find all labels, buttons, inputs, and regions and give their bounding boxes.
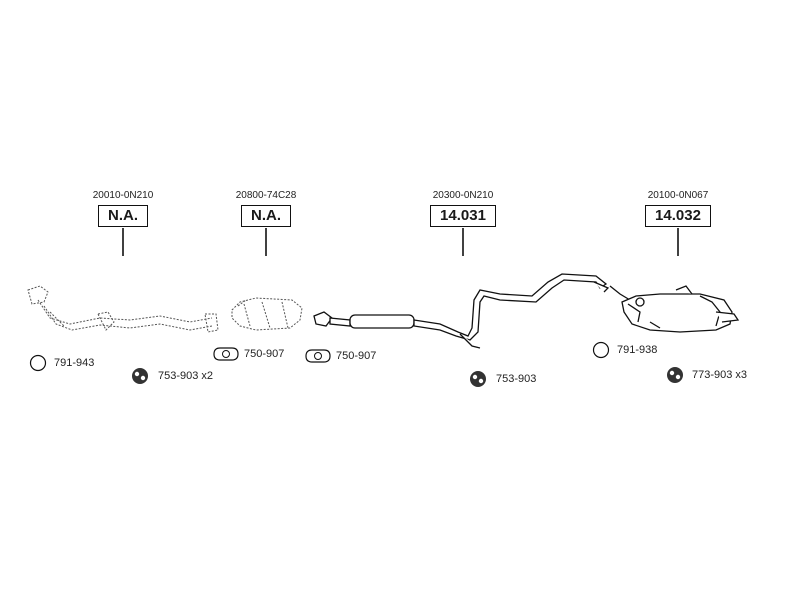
oem-number: 20010-0N210 [92, 190, 154, 201]
part-ref-box[interactable]: N.A. [98, 205, 148, 227]
rubber-mount-icon [667, 367, 683, 383]
accessory-label[interactable]: 773-903 x3 [692, 369, 748, 381]
oem-number: 20300-0N210 [432, 190, 494, 201]
intermediate-pipe-part [313, 273, 610, 349]
flange-gasket-icon [213, 347, 239, 361]
part-ref-box[interactable]: 14.031 [430, 205, 496, 227]
rubber-mount-icon [132, 368, 148, 384]
accessory-label[interactable]: 791-938 [617, 344, 658, 356]
oem-number: 20800-74C28 [235, 190, 297, 201]
accessory-label[interactable]: 791-943 [54, 357, 95, 369]
accessory-label[interactable]: 753-903 [496, 373, 537, 385]
part-ref-box[interactable]: N.A. [241, 205, 291, 227]
oem-number: 20100-0N067 [647, 190, 709, 201]
o-ring-icon [592, 341, 610, 359]
accessory-label[interactable]: 753-903 x2 [158, 370, 214, 382]
rubber-mount-icon [470, 371, 486, 387]
o-ring-icon [29, 354, 47, 372]
accessory-label[interactable]: 750-907 [244, 348, 285, 360]
flange-gasket-icon [305, 349, 331, 363]
accessory-label[interactable]: 750-907 [336, 350, 377, 362]
catalytic-converter-part [231, 297, 303, 331]
part-ref-box[interactable]: 14.032 [645, 205, 711, 227]
rear-silencer-part [609, 285, 740, 333]
front-pipe-part [27, 285, 219, 333]
